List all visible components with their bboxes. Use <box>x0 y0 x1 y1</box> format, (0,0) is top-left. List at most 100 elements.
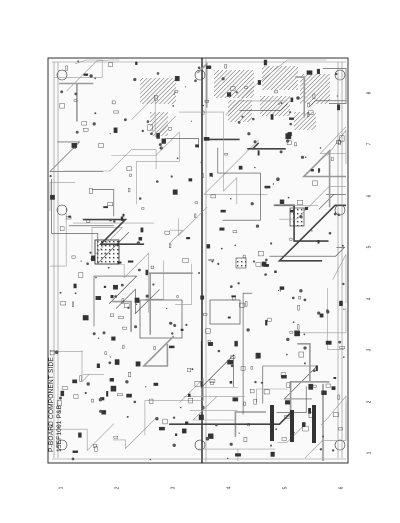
solder-pad <box>54 350 59 355</box>
solder-pad <box>317 171 320 174</box>
right-margin-mark: 5 <box>366 245 373 249</box>
component-footprint <box>265 319 268 326</box>
solder-pad <box>108 361 112 365</box>
component-footprint <box>308 383 314 390</box>
solder-pad <box>172 443 176 447</box>
component-footprint <box>232 397 239 402</box>
trace <box>54 59 103 78</box>
bottom-margin-mark: 3 <box>170 486 177 490</box>
trace <box>148 272 193 335</box>
solder-pad <box>114 295 118 298</box>
component-footprint <box>244 86 248 89</box>
solder-pad <box>230 364 234 368</box>
trace <box>81 350 104 383</box>
component-footprint <box>208 259 215 261</box>
trace <box>49 182 76 211</box>
component-footprint <box>201 173 205 178</box>
component-footprint <box>210 381 214 385</box>
component-footprint <box>182 258 189 263</box>
trace <box>203 139 268 195</box>
component-footprint <box>337 394 340 400</box>
component-footprint <box>162 418 168 425</box>
component-footprint <box>229 381 233 384</box>
solder-pad <box>156 72 160 75</box>
component-footprint <box>49 350 55 356</box>
solder-pad <box>170 175 173 178</box>
component-footprint <box>71 301 74 307</box>
component-footprint <box>82 315 89 321</box>
solder-pad <box>75 130 79 134</box>
solder-pad <box>270 444 272 447</box>
component-footprint <box>253 399 257 405</box>
component-footprint <box>294 142 297 147</box>
trace <box>242 292 253 415</box>
component-footprint <box>108 62 113 67</box>
component-footprint <box>71 255 76 259</box>
component-footprint <box>230 355 236 359</box>
component-footprint <box>110 295 114 299</box>
component-footprint <box>122 344 125 349</box>
solder-pad <box>303 346 307 350</box>
component-footprint <box>111 336 116 341</box>
component-footprint <box>302 425 309 432</box>
solder-pad <box>299 289 303 293</box>
component-footprint <box>110 313 114 317</box>
solder-pad <box>272 183 275 185</box>
trace <box>95 252 149 313</box>
solder-pad <box>220 247 223 250</box>
component-footprint <box>315 365 318 372</box>
component-footprint <box>339 346 345 349</box>
solder-pad <box>184 86 187 88</box>
trace <box>274 204 329 242</box>
component-footprint <box>234 340 238 347</box>
component-footprint <box>263 59 268 66</box>
component-footprint <box>78 272 84 278</box>
trace <box>112 416 158 450</box>
solder-pad <box>133 77 137 82</box>
solder-pad <box>74 92 78 96</box>
trace <box>262 365 318 404</box>
component-footprint <box>127 260 134 263</box>
solder-pad <box>215 423 218 427</box>
component-footprint <box>318 168 321 172</box>
solder-pad <box>202 104 204 107</box>
component-footprint <box>104 351 107 355</box>
component-footprint <box>106 391 109 397</box>
component-footprint <box>227 359 234 365</box>
solder-pad <box>194 79 197 82</box>
solder-pad <box>253 140 257 144</box>
component-footprint <box>339 135 345 142</box>
component-footprint <box>83 73 89 76</box>
trace <box>51 179 130 265</box>
component-footprint <box>257 150 260 156</box>
component-footprint <box>90 255 96 262</box>
trace <box>66 59 120 92</box>
solder-pad <box>279 290 282 292</box>
solder-pad <box>80 260 82 262</box>
component-footprint <box>158 426 165 431</box>
trace <box>279 186 346 220</box>
solder-pad <box>229 442 233 446</box>
component-footprint <box>339 300 343 306</box>
trace <box>179 111 238 205</box>
component-footprint <box>210 194 216 199</box>
component-footprint <box>78 432 82 438</box>
solder-pad <box>185 323 188 326</box>
component-footprint <box>312 180 319 186</box>
solder-pad <box>234 244 237 247</box>
solder-pad <box>252 260 256 263</box>
component-footprint <box>207 433 214 439</box>
component-footprint <box>128 372 132 377</box>
component-footprint <box>56 400 62 406</box>
component-footprint <box>201 110 205 115</box>
component-footprint <box>208 342 213 346</box>
component-footprint <box>306 70 313 75</box>
component-footprint <box>297 305 300 311</box>
component-footprint <box>60 301 67 306</box>
solder-pad <box>113 220 116 223</box>
component-footprint <box>174 75 180 82</box>
trace <box>63 149 157 172</box>
component-footprint <box>331 386 336 390</box>
solder-pad <box>172 105 175 107</box>
